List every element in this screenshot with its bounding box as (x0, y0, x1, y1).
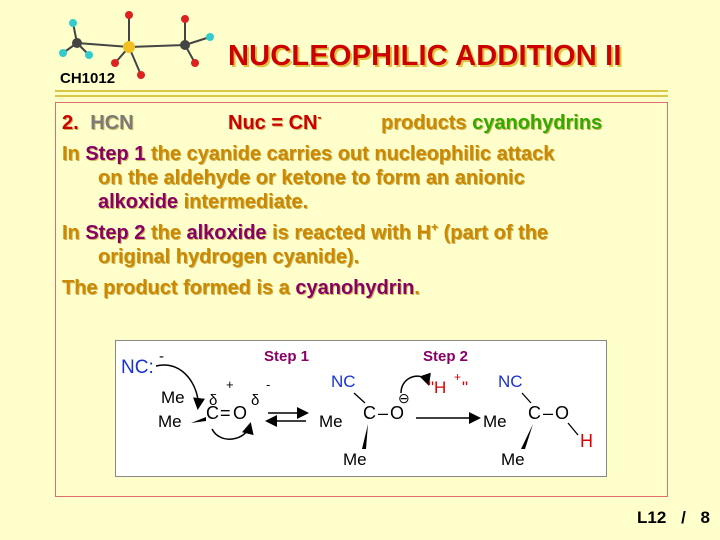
electron-push-arrow (211, 422, 254, 440)
page-number: 8 (700, 508, 710, 527)
delta-plus-charge: + (226, 377, 234, 392)
nuc-label: Nuc = CN (228, 112, 318, 134)
wedge-bond-3 (521, 424, 533, 449)
step1-text1: the cyanide carries out nucleophilic att… (150, 143, 555, 165)
product-text: The product formed is a (62, 277, 290, 299)
double-bond: = (220, 403, 231, 423)
carbonyl-oxygen: O (233, 403, 247, 423)
hydroxyl-hydrogen: H (580, 431, 593, 451)
proton-source: "H (428, 378, 446, 397)
slide-footer: L12 / 8 (637, 508, 710, 528)
wedge-bond-2 (362, 424, 368, 449)
delta-minus-charge: - (266, 377, 270, 392)
nitrile-group-2: NC (331, 372, 356, 391)
delta-minus-symbol: δ (251, 392, 259, 409)
attack-arrow-1 (155, 364, 205, 410)
step2-text3: (part of the (443, 222, 549, 244)
step1-label: Step 1 (85, 143, 146, 165)
step1-intro: In (62, 143, 80, 165)
step1-text3: intermediate. (183, 191, 309, 213)
step1-scheme-label: Step 1 (264, 348, 309, 365)
bond-nc-c-2 (353, 392, 366, 404)
methyl-lower-3: Me (501, 450, 525, 469)
nitrile-group-3: NC (498, 372, 523, 391)
product-period: . (414, 277, 420, 299)
product-keyword: cyanohydrin (295, 277, 415, 299)
step2-charge: + (431, 220, 439, 234)
title-rule-top (55, 90, 668, 92)
step1-keyword: alkoxide (98, 191, 179, 213)
item-number: 2. (62, 112, 79, 134)
reagent: HCN (90, 112, 134, 134)
bond-o-h (567, 422, 579, 436)
step1-line2: on the aldehyde or ketone to form an ani… (98, 167, 525, 189)
carbonyl-carbon: C (206, 403, 219, 423)
alkoxide-charge: ⊖ (398, 390, 410, 406)
products-label: products (381, 112, 467, 134)
methyl-left-2: Me (319, 412, 343, 431)
step2-line1: In Step 2 the alkoxide is reacted with H… (62, 220, 549, 245)
item-line: 2. HCN (62, 112, 134, 135)
bond-c-o-2: – (378, 403, 388, 423)
step1-line1: In Step 1 the cyanide carries out nucleo… (62, 143, 554, 166)
cyanide-charge: - (159, 348, 164, 365)
content-box (55, 102, 668, 497)
step2-line2: original hydrogen cyanide). (98, 246, 360, 268)
product-oxygen: O (555, 403, 569, 423)
protonation-arrow (400, 372, 431, 394)
methyl-lower-1: Me (158, 412, 182, 431)
reaction-scheme: Step 1 Step 2 NC: - Me δ + δ - Me C = O … (115, 340, 607, 477)
proton-quote: " (462, 378, 468, 397)
proton-charge: + (454, 370, 461, 384)
bond-c-o-3: – (543, 403, 553, 423)
product-line: The product formed is a cyanohydrin. (62, 277, 420, 300)
methyl-left-3: Me (483, 412, 507, 431)
products-line: products cyanohydrins (381, 112, 602, 135)
products-value: cyanohydrins (472, 112, 603, 134)
step2-text1: the (150, 222, 181, 244)
course-code: CH1012 (60, 70, 116, 87)
methyl-lower-2: Me (343, 450, 367, 469)
lecture-number: L12 (637, 508, 667, 527)
title-rule-bottom (55, 95, 668, 97)
nuc-definition: Nuc = CN- (228, 110, 322, 135)
methyl-upper-1: Me (161, 388, 185, 407)
bond-nc-c-3 (521, 392, 532, 404)
alkoxide-oxygen: O (390, 403, 404, 423)
step2-label: Step 2 (85, 222, 146, 244)
delta-plus-symbol: δ (209, 392, 217, 409)
wedge-bond-1 (191, 417, 206, 423)
step2-intro: In (62, 222, 80, 244)
alkoxide-carbon: C (363, 403, 376, 423)
step2-scheme-label: Step 2 (423, 348, 468, 365)
step2-keyword: alkoxide (186, 222, 267, 244)
cyanide-anion: NC: (121, 357, 154, 378)
nuc-charge: - (317, 110, 322, 124)
product-carbon: C (528, 403, 541, 423)
step1-line3: alkoxide intermediate. (98, 191, 308, 214)
molecule-logo (59, 11, 214, 79)
footer-separator: / (681, 508, 686, 527)
step2-text2: is reacted with H (272, 222, 432, 244)
page-title: NUCLEOPHILIC ADDITION II (228, 40, 622, 72)
